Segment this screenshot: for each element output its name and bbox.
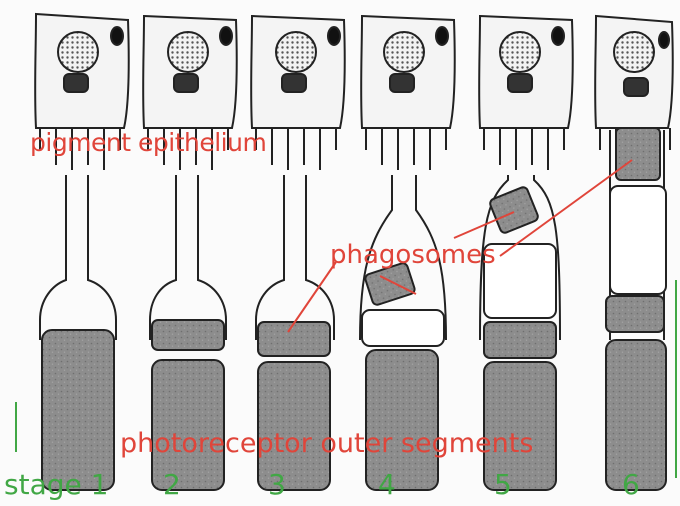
stage-label-3: 3 [268, 468, 286, 501]
stage-label-2: 2 [163, 468, 181, 501]
cell-stage-2 [143, 16, 237, 490]
phagosomes-label: phagosomes [330, 240, 496, 270]
stage-label-5: 5 [494, 468, 512, 501]
outer-segments-label: photoreceptor outer segments [120, 428, 533, 459]
cell-stage-6 [595, 16, 673, 490]
stage-label-1: stage 1 [4, 468, 108, 501]
stage-label-6: 6 [622, 468, 640, 501]
pigment-epithelium-label: pigment epithelium [30, 128, 266, 157]
stage-label-4: 4 [378, 468, 396, 501]
cell-stage-1 [35, 14, 129, 490]
